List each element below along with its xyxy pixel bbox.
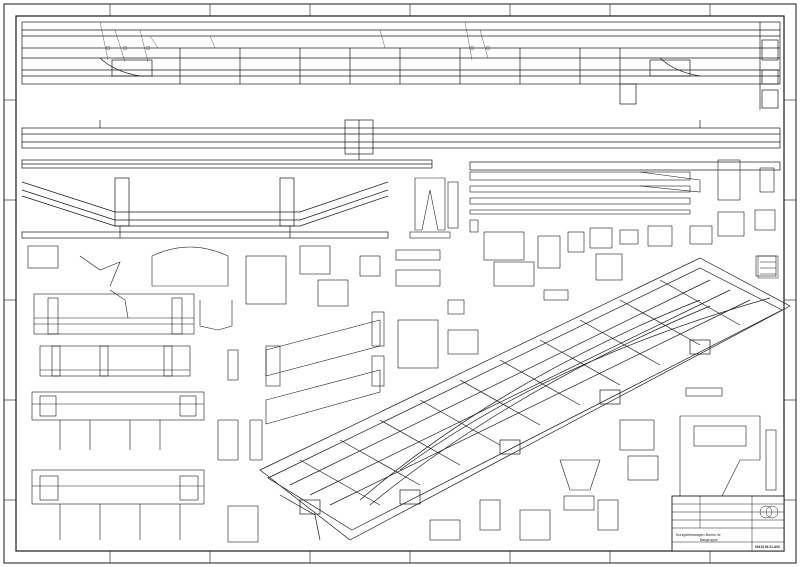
bracket-details	[409, 177, 713, 269]
main-beam-top-view	[21, 21, 781, 110]
main-beam-leader-lines	[99, 21, 491, 63]
crossmember-view-left	[33, 293, 195, 377]
plate-parts-group	[469, 159, 776, 237]
support-bracket-assembly	[217, 311, 385, 461]
crossmember-views-lower	[31, 391, 259, 543]
hatched-part	[757, 255, 779, 279]
title-block-line2: Baugruppe	[700, 538, 718, 542]
main-beam-side-view	[21, 119, 781, 160]
longitudinal-profile	[21, 159, 781, 171]
title-block: Kurzgelenkwagen Bmms 4x Baugruppe 00415 …	[671, 495, 785, 552]
title-block-line1: Kurzgelenkwagen Bmms 4x	[676, 533, 721, 537]
left-detail-parts	[27, 245, 777, 331]
cranked-crossbeam-view	[21, 177, 389, 239]
drawing-number: 00415 94-01-A00	[755, 545, 780, 549]
sheet-border	[3, 3, 797, 564]
isometric-chassis-frame	[259, 257, 791, 541]
border-zone-ticks	[4, 4, 796, 563]
